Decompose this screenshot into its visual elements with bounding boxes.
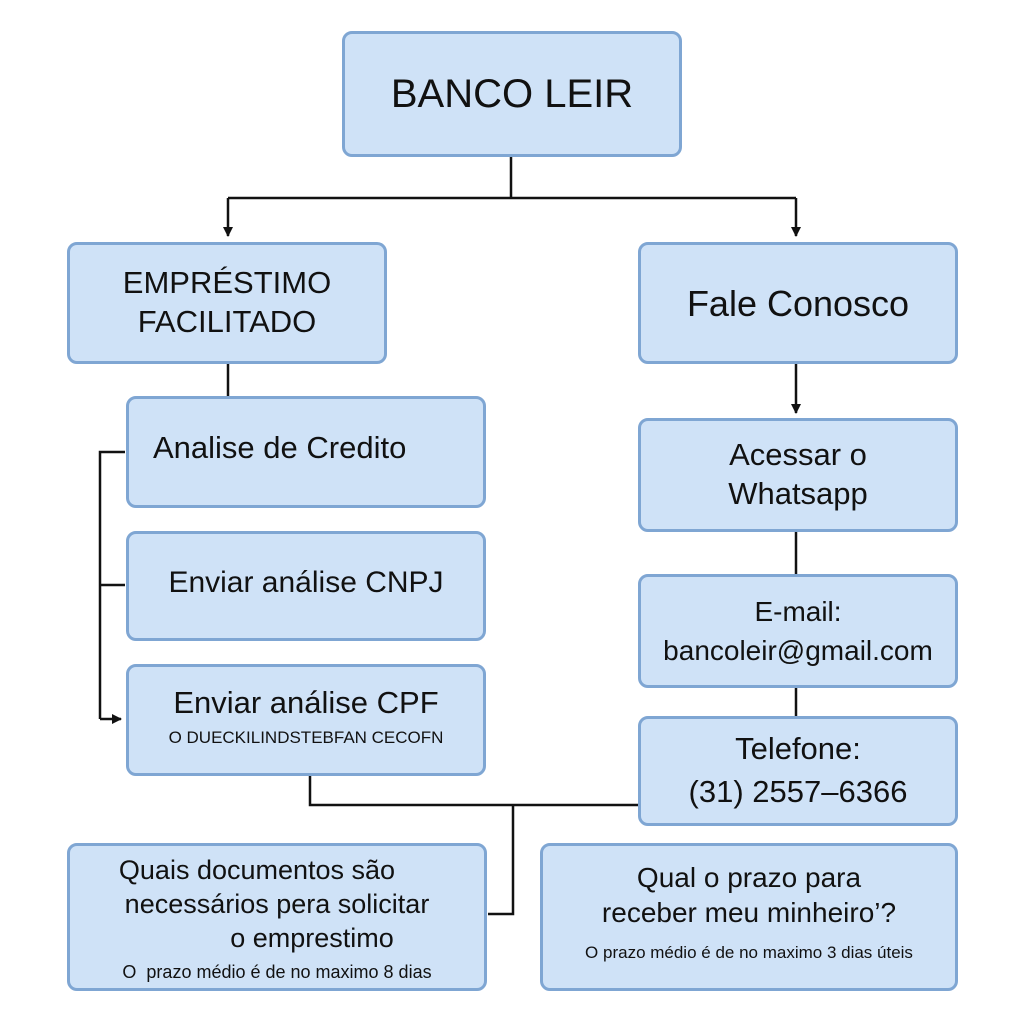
faq-connector-line bbox=[488, 805, 515, 916]
fale-conosco-node: Fale Conosco bbox=[638, 242, 958, 364]
cnpj-label: Enviar análise CNPJ bbox=[168, 566, 444, 600]
root-connector bbox=[228, 156, 796, 200]
cpf-node: Enviar análise CPF O DUECKILINDSTEBFAN C… bbox=[126, 664, 486, 776]
cpf-to-phone-line bbox=[308, 776, 638, 807]
faq-prazo-node: Qual o prazo para receber meu minheiro’?… bbox=[540, 843, 958, 991]
phone-label: Telefone: bbox=[735, 731, 861, 767]
faq-prazo-line2: receber meu minheiro’? bbox=[601, 897, 897, 929]
faq-documentos-line2: necessários pera solicitar bbox=[124, 888, 430, 919]
faq-prazo-line1: Qual o prazo para bbox=[636, 862, 862, 894]
emprestimo-title-line1: EMPRÉSTIMO bbox=[122, 265, 332, 301]
whatsapp-line2: Whatsapp bbox=[728, 476, 868, 511]
phone-node: Telefone: (31) 2557–6366 bbox=[638, 716, 958, 826]
email-node: E-mail: bancoleir@gmail.com bbox=[638, 574, 958, 688]
faq-documentos-line1: Quais documentos são bbox=[118, 855, 396, 886]
emprestimo-title-line2: FACILITADO bbox=[137, 304, 317, 339]
cnpj-node: Enviar análise CNPJ bbox=[126, 531, 486, 641]
cpf-sublabel: O DUECKILINDSTEBFAN CECOFN bbox=[168, 727, 444, 747]
whatsapp-line1: Acessar o bbox=[729, 437, 867, 473]
faq-documentos-line3: o emprestimo bbox=[230, 922, 394, 953]
email-label: E-mail: bbox=[754, 596, 842, 627]
root-title: BANCO LEIR bbox=[390, 72, 634, 116]
whatsapp-node[interactable]: Acessar o Whatsapp bbox=[638, 418, 958, 532]
faq-documentos-node: Quais documentos são necessários pera so… bbox=[67, 843, 487, 991]
analise-credito-node: Analise de Credito bbox=[126, 396, 486, 508]
phone-value[interactable]: (31) 2557–6366 bbox=[688, 774, 908, 809]
email-value[interactable]: bancoleir@gmail.com bbox=[663, 635, 933, 666]
emprestimo-node: EMPRÉSTIMO FACILITADO bbox=[67, 242, 387, 364]
faq-documentos-note: O prazo médio é de no maximo 8 dias bbox=[122, 962, 432, 983]
analise-credito-label: Analise de Credito bbox=[153, 429, 407, 465]
faq-prazo-note: O prazo médio é de no maximo 3 dias útei… bbox=[585, 943, 913, 963]
left-bracket-line bbox=[98, 450, 125, 719]
root-node: BANCO LEIR bbox=[342, 31, 682, 157]
fale-conosco-title: Fale Conosco bbox=[686, 282, 910, 324]
cpf-label: Enviar análise CPF bbox=[173, 685, 439, 720]
